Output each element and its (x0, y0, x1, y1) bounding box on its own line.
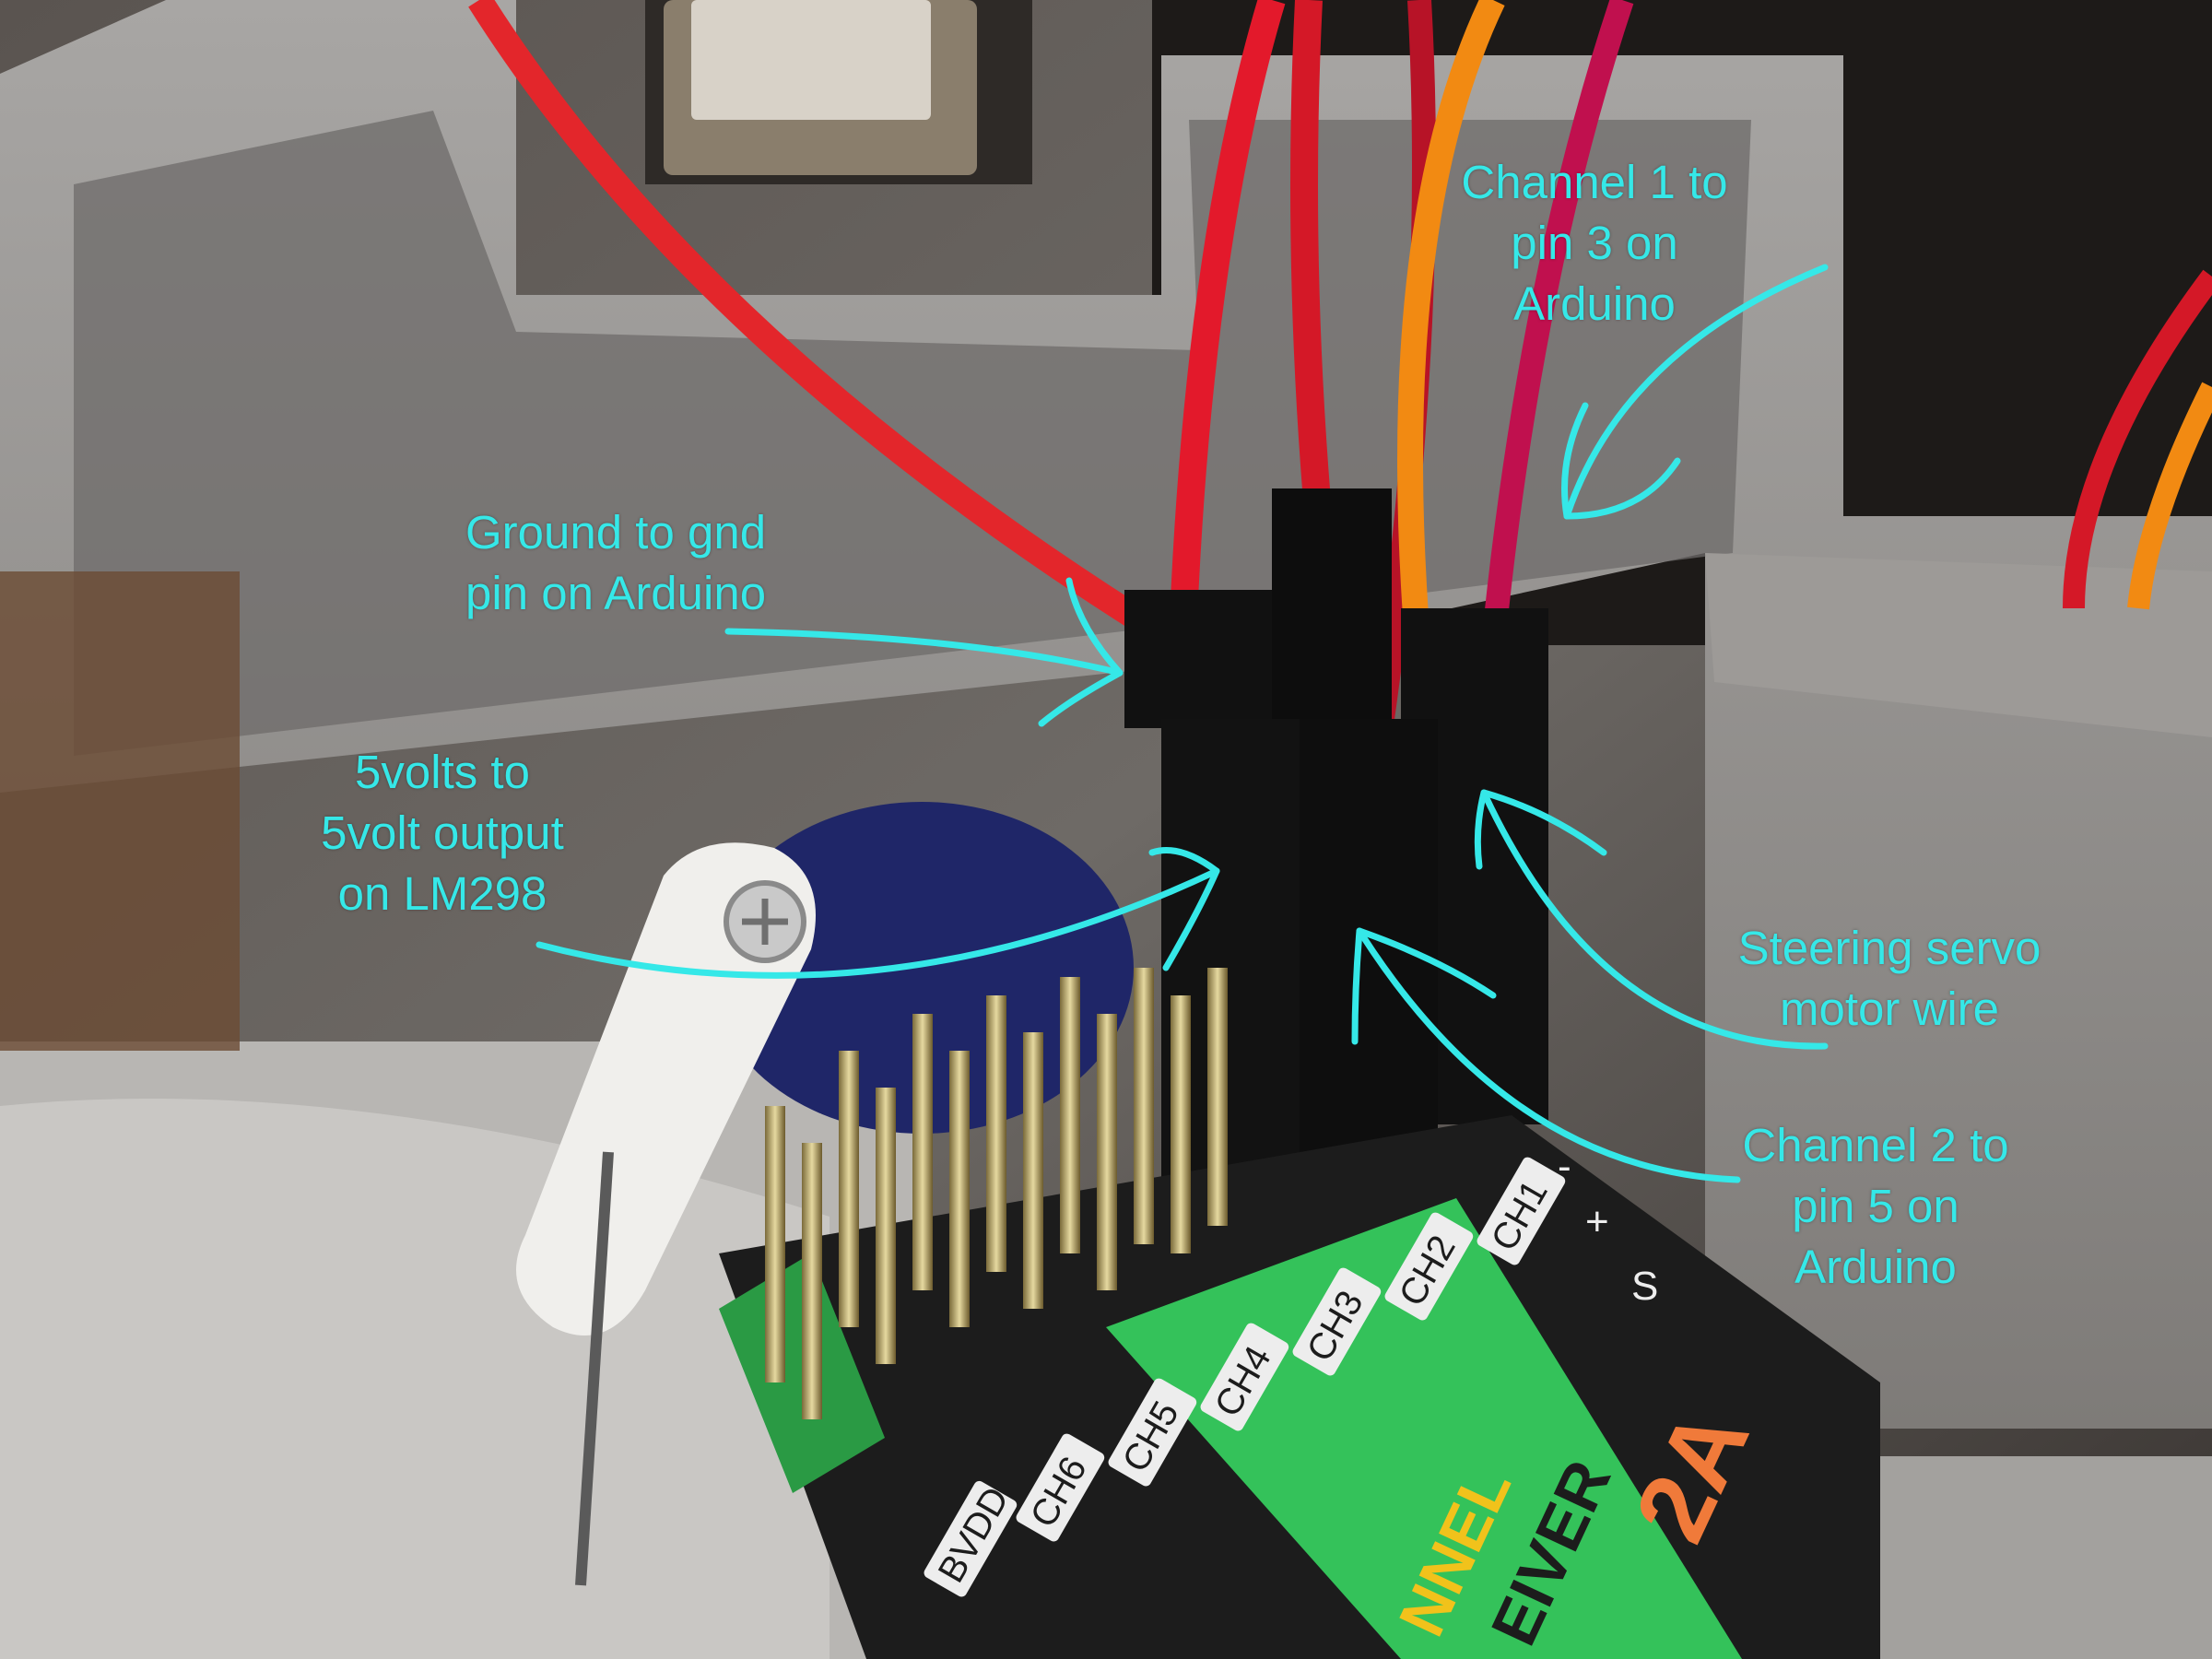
wire-right-orange (2127, 382, 2212, 610)
gray-frame-base-edge (0, 1099, 830, 1659)
wire-pin (575, 1151, 614, 1586)
arrow-5v (535, 867, 1220, 979)
annotation-arrows (535, 264, 1829, 1183)
annotation-channel2-line3: Arduino (1794, 1241, 1957, 1293)
wire-right-red (2063, 269, 2212, 609)
arrow-channel1 (1563, 264, 1829, 520)
annotation-fivevolt: 5volts to 5volt output on LM298 (286, 742, 599, 924)
connector-lower-middle (1300, 719, 1438, 1198)
annotation-channel2-line1: Channel 2 to (1742, 1119, 2009, 1171)
arrow-channel2 (1356, 927, 1741, 1183)
symbol-plus: + (1585, 1199, 1609, 1244)
wire-red-left (468, 0, 1187, 656)
annotation-fivevolt-line1: 5volts to (355, 746, 530, 798)
gray-frame-wall-right (1705, 553, 2212, 737)
annotation-ground: Ground to gnd pin on Arduino (465, 502, 853, 624)
annotation-servo-line2: motor wire (1779, 982, 2000, 1035)
annotation-fivevolt-line3: on LM298 (337, 867, 547, 920)
annotation-channel1: Channel 1 to pin 3 on Arduino (1419, 152, 1770, 335)
arrow-ground (724, 628, 1124, 677)
annotation-channel2: Channel 2 to pin 5 on Arduino (1700, 1115, 2051, 1298)
annotation-fivevolt-line2: 5volt output (321, 806, 564, 859)
annotation-servo-line1: Steering servo (1737, 922, 2041, 974)
annotation-channel1-line2: pin 3 on (1511, 217, 1678, 269)
arrow-ground-head (1038, 577, 1124, 727)
wood-floor (0, 571, 240, 1051)
annotation-channel1-line1: Channel 1 to (1461, 156, 1728, 208)
annotation-ground-line1: Ground to gnd (465, 506, 767, 559)
wire-orange (1397, 0, 1505, 665)
arrow-servo-head (1474, 789, 1607, 870)
arrow-servo (1480, 789, 1829, 1050)
symbol-minus: - (1558, 1144, 1571, 1189)
symbol-signal: S (1631, 1264, 1658, 1309)
arrow-5v-head (1148, 847, 1220, 971)
annotation-servo: Steering servo motor wire (1714, 918, 2065, 1040)
arrow-channel1-head (1561, 402, 1681, 520)
screw-cross (742, 899, 788, 945)
header-pins (765, 968, 1228, 1419)
annotation-channel2-line2: pin 5 on (1792, 1180, 1959, 1232)
connector-left (1124, 590, 1272, 728)
receiver-green (1106, 1198, 1742, 1659)
annotation-channel1-line3: Arduino (1513, 277, 1676, 330)
arrow-channel2-head (1351, 927, 1497, 1045)
receiver-symbols: - + S (1558, 1144, 1658, 1309)
servo-horn (516, 842, 816, 1335)
wire-magenta (1481, 0, 1634, 647)
annotation-ground-line2: pin on Arduino (465, 567, 767, 619)
usb-port-inner (691, 0, 931, 120)
